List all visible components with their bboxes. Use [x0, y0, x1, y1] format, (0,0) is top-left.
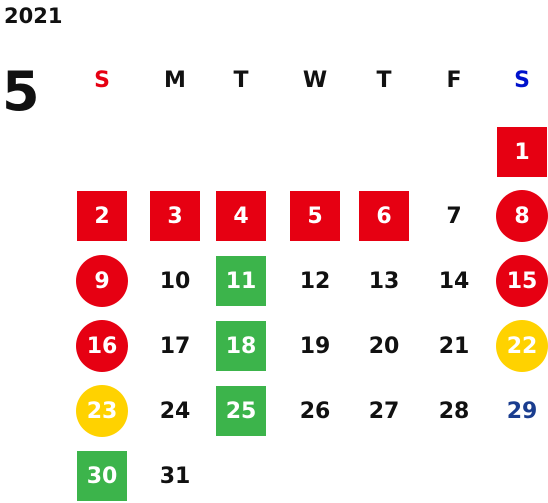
day-24[interactable]: 24	[159, 398, 191, 424]
day-31[interactable]: 31	[159, 463, 191, 489]
day-17[interactable]: 17	[159, 333, 191, 359]
weekday-wednesday: W	[302, 68, 328, 93]
day-26[interactable]: 26	[299, 398, 331, 424]
day-18[interactable]: 18	[216, 321, 266, 371]
day-16[interactable]: 16	[76, 320, 128, 372]
day-9[interactable]: 9	[76, 255, 128, 307]
day-6[interactable]: 6	[359, 191, 409, 241]
day-25[interactable]: 25	[216, 386, 266, 436]
weekday-monday: M	[164, 68, 186, 93]
day-13[interactable]: 13	[368, 268, 400, 294]
day-30[interactable]: 30	[77, 451, 127, 501]
day-4[interactable]: 4	[216, 191, 266, 241]
day-23[interactable]: 23	[76, 385, 128, 437]
day-20[interactable]: 20	[368, 333, 400, 359]
calendar-year: 2021	[4, 4, 63, 28]
day-15[interactable]: 15	[496, 255, 548, 307]
weekday-friday: F	[446, 68, 462, 93]
day-28[interactable]: 28	[438, 398, 470, 424]
day-3[interactable]: 3	[150, 191, 200, 241]
weekday-sunday: S	[94, 68, 110, 93]
day-1[interactable]: 1	[497, 127, 547, 177]
day-11[interactable]: 11	[216, 256, 266, 306]
weekday-saturday: S	[514, 68, 530, 93]
day-22[interactable]: 22	[496, 320, 548, 372]
day-5[interactable]: 5	[290, 191, 340, 241]
day-2[interactable]: 2	[77, 191, 127, 241]
day-14[interactable]: 14	[438, 268, 470, 294]
day-7[interactable]: 7	[446, 203, 462, 229]
calendar-month: 5	[2, 60, 40, 123]
day-10[interactable]: 10	[159, 268, 191, 294]
day-12[interactable]: 12	[299, 268, 331, 294]
weekday-thursday: T	[376, 68, 392, 93]
day-19[interactable]: 19	[299, 333, 331, 359]
day-8[interactable]: 8	[496, 190, 548, 242]
day-29[interactable]: 29	[506, 398, 538, 424]
weekday-tuesday: T	[233, 68, 249, 93]
day-21[interactable]: 21	[438, 333, 470, 359]
day-27[interactable]: 27	[368, 398, 400, 424]
